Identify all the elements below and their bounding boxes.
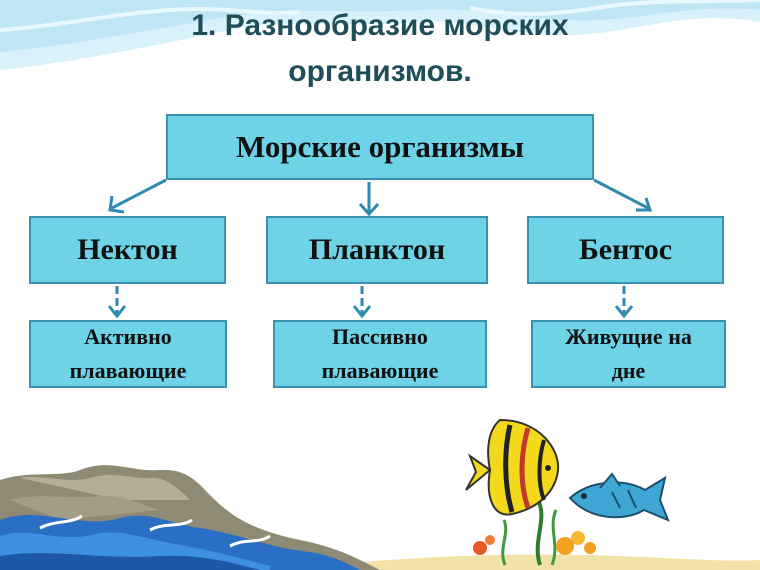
desc-plankton-line-2: плавающие [321,358,439,383]
arrow-plankton-to-desc-head [352,305,372,319]
node-nekton: Нектон [29,216,226,284]
desc-plankton-line-1: Пассивно [332,324,428,349]
arrow-root-to-bentos [593,178,649,210]
coral-decoration [473,531,596,555]
arrow-root-to-nekton-head [108,195,125,214]
slide-title-line-1: 1. Разнообразие морских [191,9,569,42]
sand-floor [330,554,760,570]
blue-fish-illustration [568,472,670,522]
desc-bentos: Живущие на дне [531,320,726,388]
desc-bentos-line-1: Живущие на [565,324,692,349]
bottom-wave-decoration [0,514,360,570]
arrow-nekton-to-desc-head [107,305,127,319]
desc-plankton: Пассивно плавающие [273,320,487,388]
connector-arrows [107,178,653,319]
arrow-bentos-to-desc-head [614,305,634,319]
node-plankton-label: Планктон [308,233,446,266]
arrow-root-to-bentos-head [636,197,653,212]
yellow-fish-illustration [465,418,560,516]
node-bentos-label: Бентос [578,233,673,266]
desc-nekton: Активно плавающие [29,320,227,388]
arrow-root-to-nekton [111,178,167,210]
desc-nekton-line-2: плавающие [69,358,187,383]
root-node-label: Морские организмы [236,129,524,164]
node-plankton: Планктон [266,216,488,284]
node-bentos: Бентос [527,216,724,284]
root-node-marine-organisms: Морские организмы [166,114,594,180]
node-nekton-label: Нектон [77,233,178,266]
desc-nekton-line-1: Активно [84,324,172,349]
top-wave-decoration [0,0,760,70]
slide-title-line-2: организмов. [288,55,472,88]
desc-bentos-line-2: дне [611,358,646,383]
arrow-root-to-plankton-head [358,202,380,217]
